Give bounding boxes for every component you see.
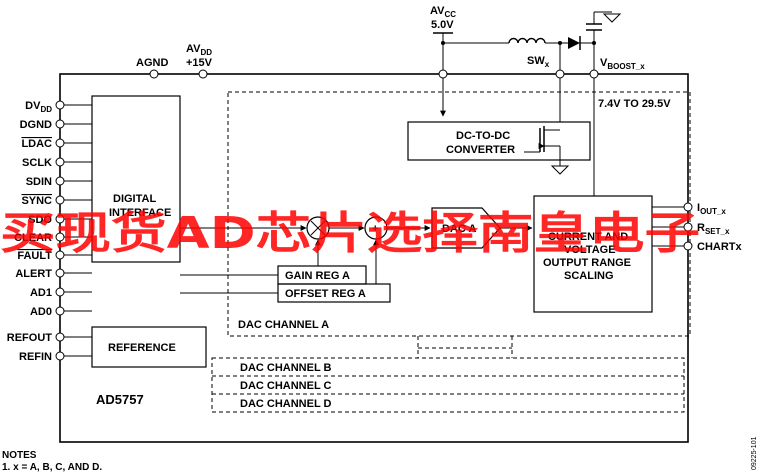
left-pin-ldac: LDAC — [21, 138, 92, 150]
channel-b-label: DAC CHANNEL B — [240, 362, 332, 374]
pin-circle — [55, 119, 65, 129]
channel-bcd-stack — [211, 357, 685, 413]
scaling-line3: OUTPUT RANGE — [543, 257, 631, 269]
left-pin-sdin: SDIN — [26, 176, 92, 188]
figure-ref: 09225-101 — [751, 436, 758, 470]
digital-interface-block — [91, 95, 181, 263]
scaling-line2: VOLTAGE — [564, 244, 616, 256]
left-pin-sclk: SCLK — [22, 157, 92, 169]
ref-pin-refout: REFOUT — [7, 332, 92, 344]
inductor-icon — [508, 37, 546, 44]
pin-circle — [683, 202, 693, 212]
left-pin-label: LDAC — [21, 138, 52, 150]
pin-circle — [55, 287, 65, 297]
ref-pin-refin: REFIN — [19, 351, 92, 363]
digital-interface-line1: DIGITAL — [113, 193, 156, 205]
channel-d-label: DAC CHANNEL D — [240, 398, 332, 410]
right-pin-label: IOUT_x — [697, 202, 726, 216]
vboost-pin — [589, 69, 599, 79]
left-pin-label: ALERT — [15, 268, 52, 280]
left-pin-sdo: SDO — [28, 214, 92, 226]
scaling-block — [533, 195, 653, 313]
ground-icon-top — [602, 13, 622, 23]
left-pin-label: SDO — [28, 214, 52, 226]
offset-reg-label: OFFSET REG A — [285, 288, 366, 300]
digital-interface-line2: INTERFACE — [109, 207, 171, 219]
multiplier-x2 — [310, 220, 326, 236]
ground-icon-dcdc — [550, 165, 570, 175]
left-pin-sync: SYNC — [21, 195, 92, 207]
avdd-label: AVDD — [186, 43, 212, 57]
avdd-value: +15V — [186, 57, 213, 69]
diode-icon — [568, 37, 580, 49]
pin-circle — [55, 157, 65, 167]
summer-sign: + — [372, 223, 378, 235]
left-pin-alert: ALERT — [15, 268, 92, 280]
left-pin-label: AD1 — [30, 287, 52, 299]
dac-block — [431, 207, 501, 249]
part-number: AD5757 — [96, 392, 144, 407]
watermark-overlay: 买现货AD芯片选择南皇电子 — [0, 208, 700, 259]
left-pin-ad0: AD0 — [30, 306, 92, 318]
right-pin-rset_x: RSET_x — [652, 222, 730, 236]
scaling-line1: CURRENT AND — [548, 231, 628, 243]
ref-pin-label: REFIN — [19, 351, 52, 363]
dcdc-block — [407, 121, 591, 161]
left-pin-label: SCLK — [22, 157, 52, 169]
pin-circle — [683, 241, 693, 251]
left-pin-label: AD0 — [30, 306, 52, 318]
avcc-pin — [438, 69, 448, 79]
pin-circle — [55, 306, 65, 316]
vboost-label: VBOOST_x — [600, 57, 645, 71]
pin-circle — [55, 176, 65, 186]
swx-label: SWx — [527, 55, 550, 69]
gain-reg-label: GAIN REG A — [285, 270, 350, 282]
vboost-range: 7.4V TO 29.5V — [598, 98, 671, 110]
dcdc-line2: CONVERTER — [446, 144, 515, 156]
pin-circle — [55, 195, 65, 205]
dcdc-line1: DC-TO-DC — [456, 130, 510, 142]
avcc-value: 5.0V — [431, 19, 454, 31]
pin-circle — [55, 268, 65, 278]
dac-label: DAC A — [442, 223, 476, 235]
avcc-label: AVCC — [430, 5, 456, 19]
left-pin-dgnd: DGND — [20, 119, 92, 131]
pin-circle — [55, 138, 65, 148]
left-pin-fault: FAULT — [17, 250, 92, 262]
left-pin-label: SYNC — [21, 195, 52, 207]
reference-block — [91, 326, 207, 368]
reference-label: REFERENCE — [108, 342, 176, 354]
left-pin-dvdd: DVDD — [25, 100, 92, 114]
pin-circle — [55, 100, 65, 110]
right-pin-chartx: CHARTx — [652, 241, 742, 253]
left-pin-label: DGND — [20, 119, 52, 131]
channel-a-box — [227, 91, 691, 337]
left-pin-column: DVDD DGND LDAC SCLK SDIN SYNC SDO CLEAR FAULT ALE… — [7, 100, 92, 363]
left-pin-clear: CLEAR — [14, 232, 92, 244]
left-pin-label: DVDD — [25, 100, 52, 114]
sw-pin — [555, 69, 565, 79]
agnd-pin — [149, 69, 159, 79]
notes-title: NOTES — [2, 450, 37, 461]
right-pin-iout_x: IOUT_x — [652, 202, 726, 216]
notes-line1: 1. x = A, B, C, AND D. — [2, 462, 102, 473]
agnd-label: AGND — [136, 57, 168, 69]
pin-circle — [55, 332, 65, 342]
left-pin-ad1: AD1 — [30, 287, 92, 299]
ref-pin-label: REFOUT — [7, 332, 53, 344]
left-pin-label: SDIN — [26, 176, 52, 188]
scaling-line4: SCALING — [564, 270, 614, 282]
left-pin-label: FAULT — [17, 250, 52, 262]
right-pin-label: CHARTx — [697, 241, 742, 253]
pin-circle — [55, 351, 65, 361]
avdd-pin — [198, 69, 208, 79]
channel-a-label: DAC CHANNEL A — [238, 319, 329, 331]
right-pin-label: RSET_x — [697, 222, 730, 236]
channel-c-label: DAC CHANNEL C — [240, 380, 332, 392]
pin-circle — [683, 222, 693, 232]
left-pin-label: CLEAR — [14, 232, 52, 244]
